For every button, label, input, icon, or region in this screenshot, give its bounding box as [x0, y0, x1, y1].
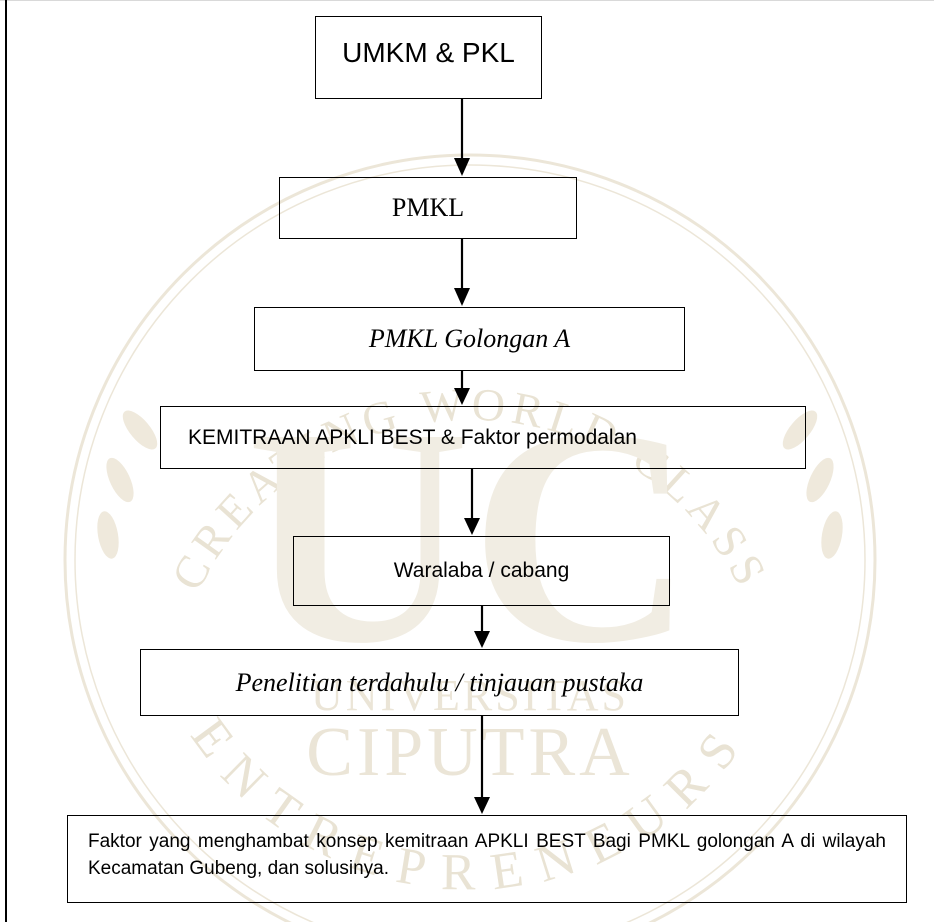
arrow-2-head: [454, 288, 470, 306]
node-pmkl-golongan-a: PMKL Golongan A: [254, 307, 685, 371]
arrow-3-head: [454, 388, 470, 405]
node-faktor-penghambat: Faktor yang menghambat konsep kemitraan …: [67, 815, 907, 903]
arrow-5-head: [474, 631, 490, 648]
node-penelitian-label: Penelitian terdahulu / tinjauan pustaka: [235, 667, 644, 697]
node-pmkl-label: PMKL: [391, 193, 465, 222]
node-waralaba-label: Waralaba / cabang: [393, 559, 570, 582]
node-waralaba: Waralaba / cabang: [293, 536, 670, 606]
node-faktor-penghambat-label: Faktor yang menghambat konsep kemitraan …: [88, 831, 886, 879]
node-kemitraan: KEMITRAAN APKLI BEST & Faktor permodalan: [160, 406, 806, 469]
page-left-border: [5, 0, 7, 922]
node-pmkl: PMKL: [279, 177, 577, 239]
node-umkm-pkl-label: UMKM & PKL: [342, 36, 515, 68]
node-kemitraan-label: KEMITRAAN APKLI BEST & Faktor permodalan: [188, 425, 637, 449]
arrow-4-head: [464, 518, 480, 535]
arrow-1-head: [454, 158, 470, 176]
node-pmkl-golongan-a-label: PMKL Golongan A: [368, 324, 571, 353]
arrow-6-head: [474, 797, 490, 814]
node-umkm-pkl: UMKM & PKL: [315, 16, 542, 99]
page-top-border: [0, 0, 934, 1]
node-penelitian: Penelitian terdahulu / tinjauan pustaka: [140, 649, 739, 716]
